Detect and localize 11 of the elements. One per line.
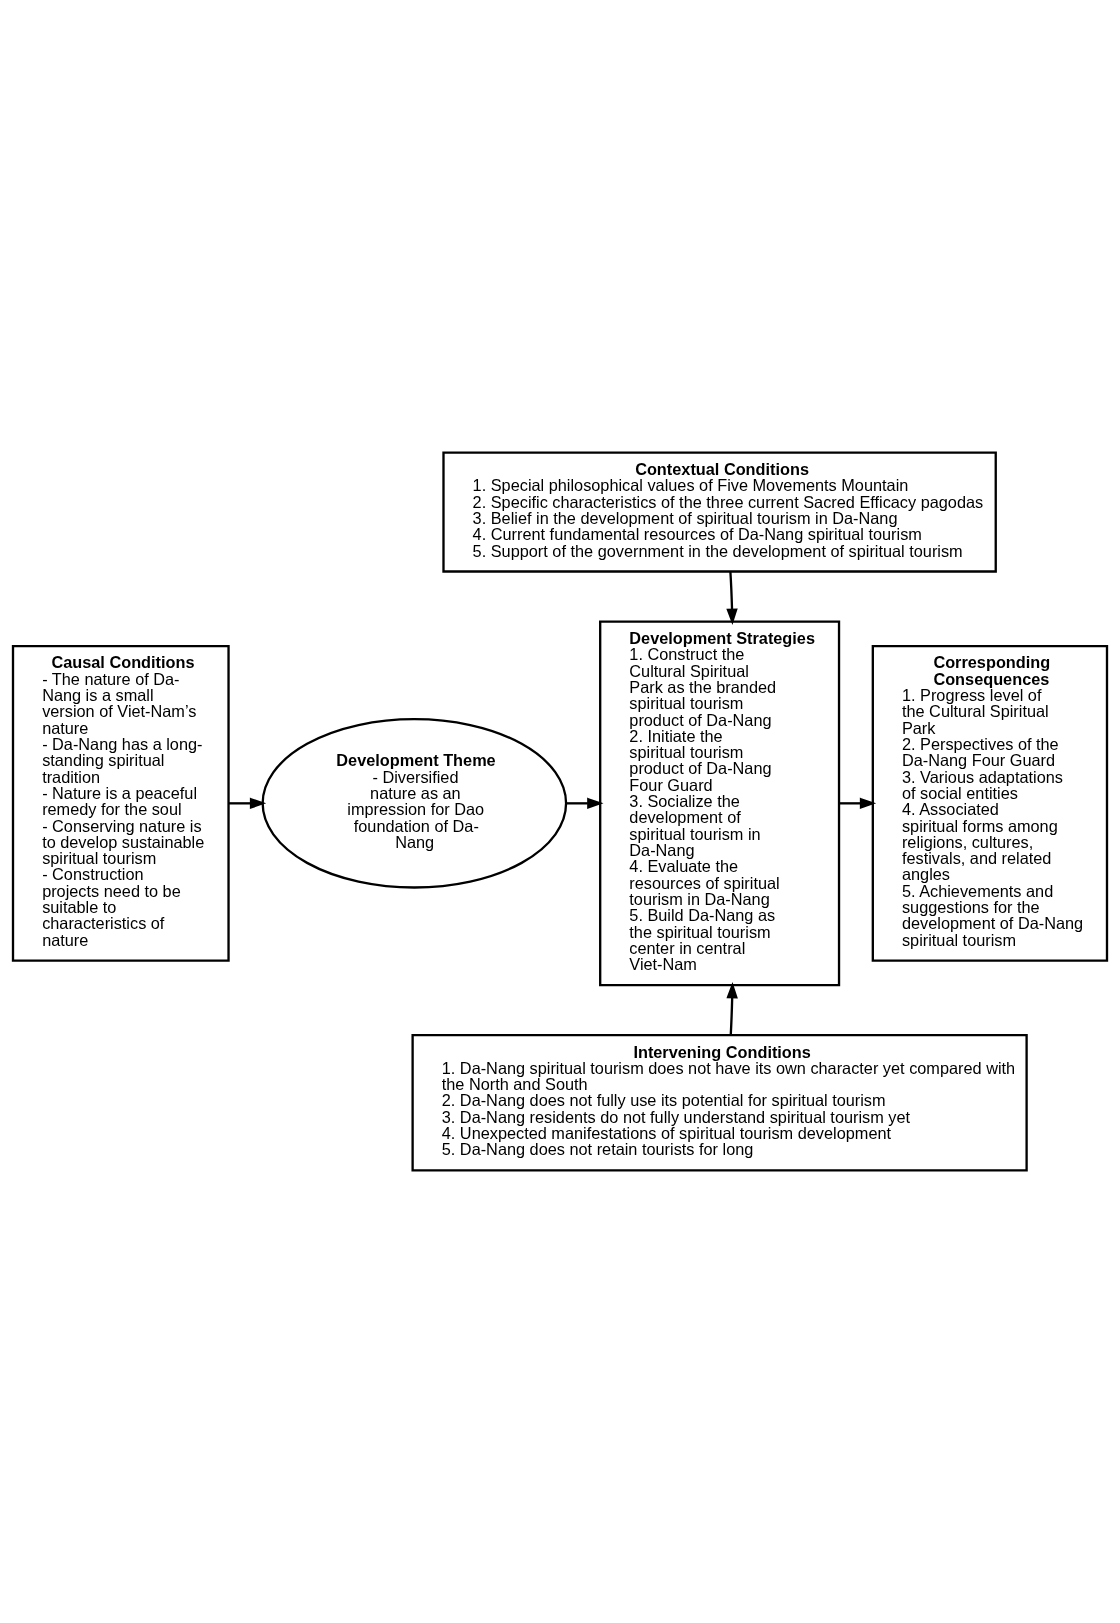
node-box: Corresponding Consequences 1. Progress level of the Cultural Spiritual Park 2. Perspectives of the Da-Nang Four Guard 3. Various adaptations of social entities 4. Associated spiritual forms among religions, cultures, festivals, and related angles 5. Achievements and suggestions for the development of Da-Nang spiritual tourism [871, 644, 1109, 962]
node-box: Intervening Conditions 1. Da-Nang spiritual tourism does not have its own character yet compared with the North and South 2. Da-Nang does not fully use its potential for spiritual tourism 3. Da-Nang residents do not fully understand spiritual tourism yet 4. Unexpected manifestations of spiritual tourism development 5. Da-Nang does not retain tourists for long [411, 1034, 1028, 1172]
arrow [228, 797, 267, 810]
node-box: Causal Conditions - The nature of Da-Nang is a small version of Viet-Nam’s nature - Da-Nang has a long-standing spiritual tradition - Nature is a peaceful remedy for the soul - Conserving nature is to develop sustainable spiritual tourism - Construction projects need to be suitable to characteristics of nature [11, 644, 230, 962]
arrow [726, 981, 738, 1035]
arrow [726, 571, 738, 625]
node-box: Development Strategies 1. Construct the Cultural Spiritual Park as the branded spiritual tourism product of Da-Nang 2. Initiate the spiritual tourism product of Da-Nang Four Guard 3. Socialize the development of spiritual tourism in Da-Nang 4. Evaluate the resources of spiritual tourism in Da-Nang 5. Build Da-Nang as the spiritual tourism center in central Viet-Nam [599, 620, 841, 987]
node-ellipse: Development Theme - Diversified nature as an impression for Dao foundation of Da-Nang [261, 718, 568, 889]
arrow [566, 797, 604, 810]
node-box: Contextual Conditions 1. Special philosophical values of Five Movements Mountain 2. Specific characteristics of the three current Sacred Efficacy pagodas 3. Belief in the development of spiritual tourism in Da-Nang 4. Current fundamental resources of Da-Nang spiritual tourism 5. Support of the government in the development of spiritual tourism [442, 451, 997, 573]
arrow [839, 797, 877, 810]
